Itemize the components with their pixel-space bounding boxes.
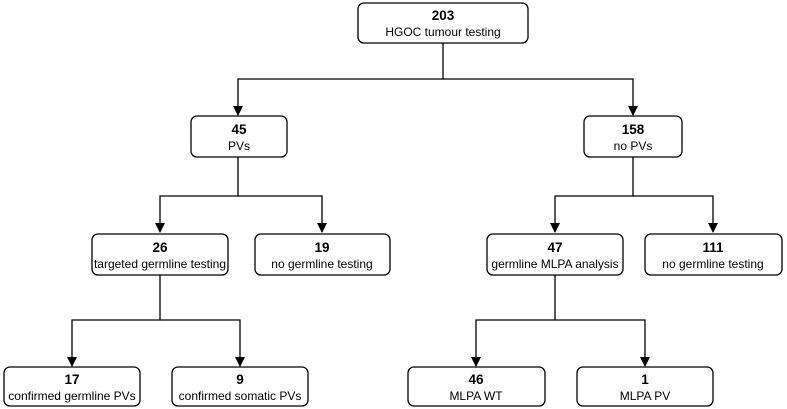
connector-pvs-targeted (155, 157, 239, 233)
node-pvs: 45 PVs (190, 115, 288, 158)
connectors (67, 43, 718, 367)
node-count: 46 (468, 372, 484, 387)
node-no-germline-testing-right: 111 no germline testing (644, 233, 783, 276)
node-label: confirmed somatic PVs (179, 389, 302, 403)
node-label: confirmed germline PVs (8, 389, 135, 403)
node-count: 158 (622, 122, 645, 137)
connector-root-pvs (233, 43, 444, 116)
node-no-pvs: 158 no PVs (583, 115, 683, 158)
node-label: MLPA WT (449, 389, 503, 403)
node-no-germline-testing-left: 19 no germline testing (254, 233, 391, 276)
node-hgoc-tumour-testing: 203 HGOC tumour testing (357, 2, 529, 44)
node-count: 47 (547, 240, 562, 255)
node-label: no PVs (614, 139, 653, 153)
node-count: 111 (702, 240, 724, 255)
node-label: no germline testing (271, 257, 372, 271)
node-mlpa-pv: 1 MLPA PV (576, 366, 714, 407)
node-count: 17 (64, 372, 79, 387)
node-count: 19 (314, 240, 329, 255)
connector-targeted-germline (67, 275, 161, 367)
node-count: 203 (432, 8, 455, 23)
node-label: PVs (228, 139, 250, 153)
connector-pvs-no-germline (238, 195, 327, 233)
node-mlpa-wt: 46 MLPA WT (407, 366, 546, 407)
connector-mlpa-wt (471, 275, 556, 367)
node-germline-mlpa-analysis: 47 germline MLPA analysis (486, 233, 624, 276)
node-targeted-germline-testing: 26 targeted germline testing (91, 233, 229, 276)
connector-no-pvs-no-germline (633, 195, 718, 233)
node-confirmed-somatic-pvs: 9 confirmed somatic PVs (171, 366, 309, 407)
connector-targeted-somatic (160, 319, 245, 367)
node-label: germline MLPA analysis (491, 257, 618, 271)
node-count: 1 (641, 372, 649, 387)
node-label: targeted germline testing (94, 257, 226, 271)
node-count: 45 (231, 122, 247, 137)
node-confirmed-germline-pvs: 17 confirmed germline PVs (3, 366, 141, 407)
node-count: 26 (152, 240, 168, 255)
connector-root-no-pvs (443, 78, 638, 116)
node-label: MLPA PV (620, 389, 670, 403)
node-label: HGOC tumour testing (385, 25, 500, 39)
connector-no-pvs-mlpa (550, 157, 634, 233)
node-label: no germline testing (662, 257, 763, 271)
connector-mlpa-pv (555, 319, 650, 367)
node-count: 9 (236, 372, 244, 387)
